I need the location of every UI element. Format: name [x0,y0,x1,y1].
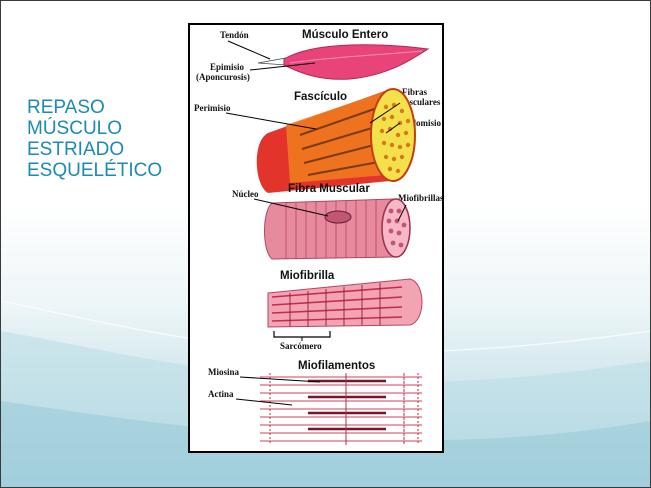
myofibrils-label: Miofibrillas [398,193,442,203]
slide-title-line: REPASO [27,97,162,118]
fascicle-title: Fascículo [294,91,347,103]
actin-label: Actina [208,389,234,399]
sarcomere-bracket [274,331,330,337]
fascicle-cross-section [371,89,415,181]
slide-title-line: MÚSCULO [27,118,162,139]
whole-muscle-shape [284,45,428,80]
sarcomere-label: Sarcómero [280,341,322,351]
slide-title: REPASO MÚSCULO ESTRIADO ESQUELÉTICO [27,97,162,181]
myosin-label: Miosina [208,367,240,377]
whole-muscle-title: Músculo Entero [302,29,388,41]
myofibril-panel: Miofibrilla Sarcómero [268,270,422,351]
epimysium-sub-label: (Aponcurosis) [196,72,250,82]
muscle-fiber-panel: Fibra Muscular Núcleo Miofibrillas [232,183,442,259]
epimysium-label: Epimisio [210,62,245,72]
myofilaments-panel: Miofilamentos Miosina Actina [208,360,422,445]
diagram-canvas: Músculo Entero Tendón Epimisio (Aponcuro… [190,25,442,451]
muscle-fibers-label: Fibras [402,87,427,97]
myosin-pointer [240,377,320,382]
myosin-lines [308,381,386,429]
myofilaments-title: Miofilamentos [298,360,375,372]
nucleus-label: Núcleo [232,189,259,199]
filament-lines [260,377,422,441]
tendon-shape [258,58,286,65]
fiber-cross-section [382,199,410,257]
myofibril-title: Miofibrilla [280,270,335,282]
fascicle-panel: Fascículo Perimisio Fibras Musculares En… [194,87,442,193]
whole-muscle-panel: Músculo Entero Tendón Epimisio (Aponcuro… [196,29,428,82]
slide-title-line: ESTRIADO [27,139,162,160]
tendon-label: Tendón [220,30,249,40]
slide-title-line: ESQUELÉTICO [27,160,162,181]
tendon-pointer [228,41,270,59]
muscle-structure-diagram: Músculo Entero Tendón Epimisio (Aponcuro… [188,23,444,453]
muscle-fiber-title: Fibra Muscular [288,183,370,195]
muscle-fiber-shape [265,199,395,259]
nucleus-shape [325,211,351,223]
perimysium-label: Perimisio [194,103,231,113]
actin-pointer [236,399,292,405]
